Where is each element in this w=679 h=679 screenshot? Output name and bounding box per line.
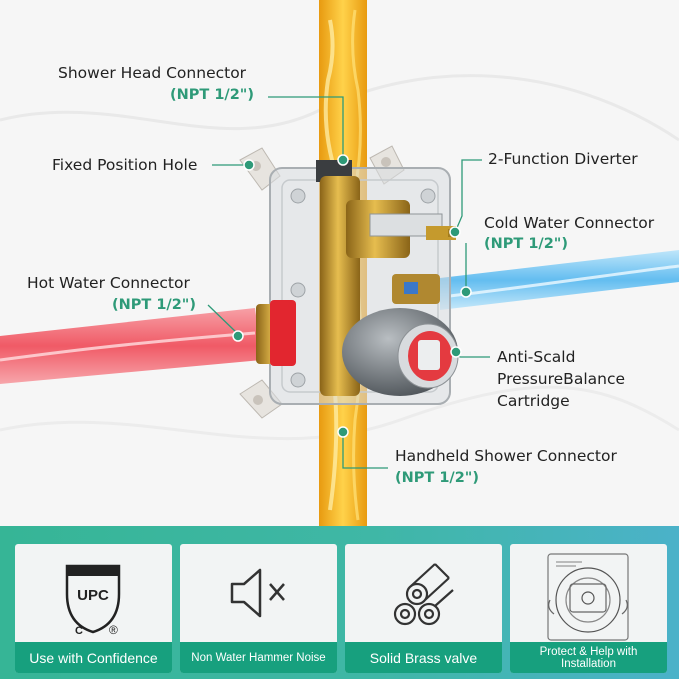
upc-badge-r: ® — [109, 623, 118, 637]
feature-card-noise: Non Water Hammer Noise — [180, 544, 337, 673]
product-scene: Shower Head Connector (NPT 1/2") Fixed P… — [0, 0, 679, 526]
cold-water-connector-label: Cold Water Connector — [484, 214, 655, 232]
feature-caption-installation: Protect & Help with Installation — [510, 642, 667, 673]
brass-valve-body — [256, 160, 459, 396]
shower-head-connector-label: Shower Head Connector — [58, 64, 247, 82]
hot-water-pipe — [0, 308, 262, 384]
feature-caption-noise: Non Water Hammer Noise — [180, 642, 337, 673]
fixed-position-hole-label: Fixed Position Hole — [52, 156, 198, 174]
speaker-mute-icon — [180, 544, 337, 642]
feature-card-installation: Protect & Help with Installation — [510, 544, 667, 673]
callout-leaders — [207, 96, 490, 469]
hot-water-connector-label: Hot Water Connector — [27, 274, 190, 292]
dot-cartridge — [450, 346, 462, 358]
installation-template-icon — [510, 544, 667, 642]
dot-hot-water — [232, 330, 244, 342]
feature-card-brass: Solid Brass valve — [345, 544, 502, 673]
feature-band: UPC C ® Use with Confidence Non Water Ha… — [0, 526, 679, 679]
diverter-label: 2-Function Diverter — [488, 150, 638, 168]
shower-head-connector-spec: (NPT 1/2") — [170, 87, 254, 103]
hot-water-connector-spec: (NPT 1/2") — [112, 297, 196, 313]
brass-pipes-icon — [345, 544, 502, 642]
cold-water-pipe — [440, 250, 679, 310]
handheld-shower-connector-spec: (NPT 1/2") — [395, 470, 479, 486]
feature-caption-brass: Solid Brass valve — [345, 642, 502, 673]
dot-shower-head — [337, 154, 349, 166]
cartridge-label-line2: PressureBalance — [497, 370, 626, 388]
feature-card-confidence: UPC C ® Use with Confidence — [15, 544, 172, 673]
feature-caption-confidence: Use with Confidence — [15, 642, 172, 673]
dot-handheld — [337, 426, 349, 438]
upc-badge-text: UPC — [77, 587, 109, 604]
upc-badge-c: C — [75, 625, 83, 637]
cartridge-label-line3: Cartridge — [497, 392, 570, 410]
cold-water-connector-spec: (NPT 1/2") — [484, 236, 568, 252]
upc-certification-icon: UPC C ® — [15, 544, 172, 642]
dot-cold-water — [460, 286, 472, 298]
cartridge-label-line1: Anti-Scald — [497, 348, 576, 366]
handheld-shower-connector-label: Handheld Shower Connector — [395, 447, 617, 465]
valve-illustration — [0, 0, 679, 526]
dot-fixed-hole — [243, 159, 255, 171]
dot-diverter — [449, 226, 461, 238]
